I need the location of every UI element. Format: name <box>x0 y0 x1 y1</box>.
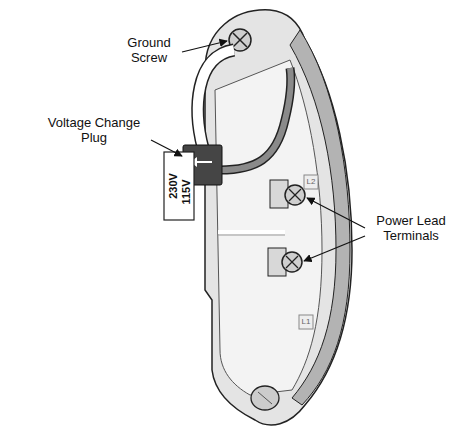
voltage-panel <box>164 152 194 220</box>
terminal-screw <box>285 185 305 205</box>
leader-line <box>304 236 365 261</box>
voltage-marking: 115V <box>180 179 193 204</box>
voltage-marking: 230V <box>167 173 180 199</box>
terminal-marking: L2 <box>307 177 316 186</box>
motor-housing <box>205 10 352 425</box>
terminal-marking: L1 <box>302 317 311 326</box>
callout-label: Ground Screw <box>118 36 180 66</box>
leader-line <box>307 198 365 228</box>
leader-line <box>182 41 227 52</box>
callout-label: Voltage Change Plug <box>40 116 148 146</box>
leader-line <box>151 140 182 156</box>
terminal-screw <box>282 252 302 272</box>
terminal-board <box>215 60 322 395</box>
callout-label: Power Lead Terminals <box>368 214 454 244</box>
